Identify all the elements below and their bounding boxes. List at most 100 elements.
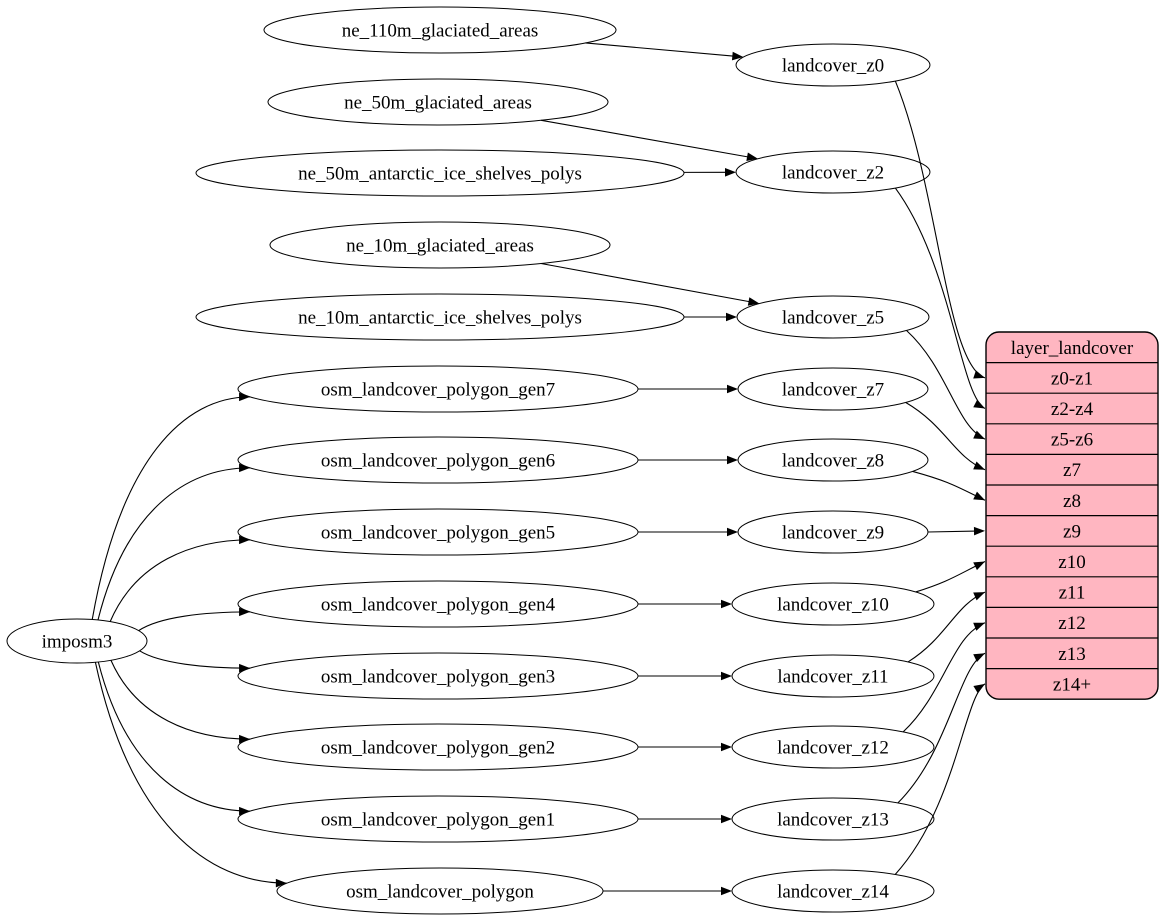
node-ne_110m_glaciated_areas: ne_110m_glaciated_areas [263,6,617,54]
node-landcover_z13: landcover_z13 [731,797,935,841]
edge-osm_landcover_polygon_gen4-to-landcover_z10 [638,599,732,609]
node-label: landcover_z5 [782,308,884,329]
edge-landcover_z10-to-z10 [915,561,986,593]
arrowhead [727,455,738,465]
arrowhead [239,392,251,402]
table-row-label: z7 [1063,460,1081,481]
arrowhead [727,384,738,394]
arrowhead [746,152,758,162]
node-label: osm_landcover_polygon_gen6 [321,451,555,472]
edge-path [97,467,251,621]
arrowhead [973,683,985,694]
arrowhead [721,886,732,896]
edge-path [541,119,750,158]
arrowhead [239,535,251,545]
node-osm_landcover_polygon_gen7: osm_landcover_polygon_gen7 [237,365,639,413]
table-row-label: z13 [1058,644,1085,665]
edge-path [894,187,986,409]
table-row-label: z9 [1063,521,1081,542]
node-label: ne_50m_glaciated_areas [344,93,532,114]
node-imposm3: imposm3 [6,618,148,664]
edge-path [912,470,986,501]
node-osm_landcover_polygon_gen3: osm_landcover_polygon_gen3 [237,652,639,700]
table-row-label: z8 [1063,491,1081,512]
node-ellipse [735,150,931,194]
node-osm_landcover_polygon_gen4: osm_landcover_polygon_gen4 [237,580,639,628]
edge-ne_10m_antarctic_ice_shelves_polys-to-landcover_z5 [684,312,737,322]
node-label: landcover_z13 [777,810,889,831]
table-row-label: z10 [1058,552,1085,573]
table-row-label: z14+ [1053,674,1091,695]
arrowhead [973,592,985,601]
node-label: imposm3 [42,632,113,653]
arrowhead [973,622,985,631]
node-label: ne_10m_glaciated_areas [346,236,534,257]
node-label: landcover_z14 [777,882,889,903]
node-ne_50m_antarctic_ice_shelves_polys: ne_50m_antarctic_ice_shelves_polys [195,149,685,197]
node-landcover_z10: landcover_z10 [731,582,935,626]
edge-imposm3-to-osm_landcover_polygon_gen1 [97,661,251,816]
edge-ne_10m_glaciated_areas-to-landcover_z5 [540,262,760,306]
edge-landcover_z13-to-z13 [897,652,986,804]
node-label: ne_50m_antarctic_ice_shelves_polys [298,164,582,185]
edge-osm_landcover_polygon_gen1-to-landcover_z13 [638,814,732,824]
edge-osm_landcover_polygon-to-landcover_z14 [603,886,732,896]
node-label: landcover_z11 [777,667,888,688]
arrowhead [726,312,737,322]
node-osm_landcover_polygon_gen5: osm_landcover_polygon_gen5 [237,508,639,556]
node-landcover_z5: landcover_z5 [736,295,930,339]
edge-imposm3-to-osm_landcover_polygon_gen5 [109,535,251,622]
node-landcover_z12: landcover_z12 [731,725,935,769]
edge-path [109,539,251,622]
edge-ne_50m_glaciated_areas-to-landcover_z2 [541,119,758,162]
node-landcover_z11: landcover_z11 [731,654,935,698]
node-ne_50m_glaciated_areas: ne_50m_glaciated_areas [267,78,609,126]
arrowhead [973,526,985,536]
table-title: layer_landcover [1011,338,1134,359]
edge-path [94,662,287,884]
edge-landcover_z5-to-z5-z6 [906,330,986,440]
node-landcover_z9: landcover_z9 [737,510,929,554]
edge-landcover_z11-to-z11 [907,591,986,663]
edge-landcover_z2-to-z2-z4 [894,187,986,409]
edge-osm_landcover_polygon_gen5-to-landcover_z9 [638,527,738,537]
node-ne_10m_glaciated_areas: ne_10m_glaciated_areas [269,221,611,269]
edge-path [894,683,986,875]
node-label: osm_landcover_polygon_gen2 [321,738,555,759]
edge-path [540,262,751,303]
edge-osm_landcover_polygon_gen2-to-landcover_z12 [638,742,732,752]
table-layer_landcover: layer_landcoverz0-z1z2-z4z5-z6z7z8z9z10z… [985,331,1159,700]
edge-path [915,561,986,593]
edge-landcover_z12-to-z12 [902,622,986,733]
edge-path [91,396,251,620]
node-label: osm_landcover_polygon_gen7 [321,380,555,401]
node-landcover_z0: landcover_z0 [735,43,931,87]
edge-path [906,330,986,440]
node-osm_landcover_polygon_gen1: osm_landcover_polygon_gen1 [237,795,639,843]
arrowhead [731,51,744,61]
arrowhead [721,814,732,824]
arrowhead [724,167,737,177]
node-ellipse [195,149,685,197]
node-label: osm_landcover_polygon [346,882,534,903]
edge-path [110,660,251,740]
arrowhead [973,561,985,571]
arrowhead [721,671,732,681]
edge-imposm3-to-osm_landcover_polygon_gen6 [97,463,251,621]
edge-imposm3-to-osm_landcover_polygon_gen2 [110,660,251,744]
arrowhead [973,491,985,501]
table-row-label: z12 [1058,613,1085,634]
arrowhead [239,463,251,473]
arrowhead [973,430,985,440]
edge-path [927,530,977,533]
node-label: landcover_z9 [782,523,884,544]
node-label: ne_10m_antarctic_ice_shelves_polys [298,308,582,329]
arrowhead [239,734,251,744]
node-label: osm_landcover_polygon_gen1 [321,810,555,831]
node-landcover_z14: landcover_z14 [731,869,935,913]
node-label: osm_landcover_polygon_gen4 [321,595,556,616]
arrowhead [727,527,738,537]
edge-landcover_z14-to-z14+ [894,683,986,875]
node-label: landcover_z12 [777,738,889,759]
node-ellipse [735,43,931,87]
